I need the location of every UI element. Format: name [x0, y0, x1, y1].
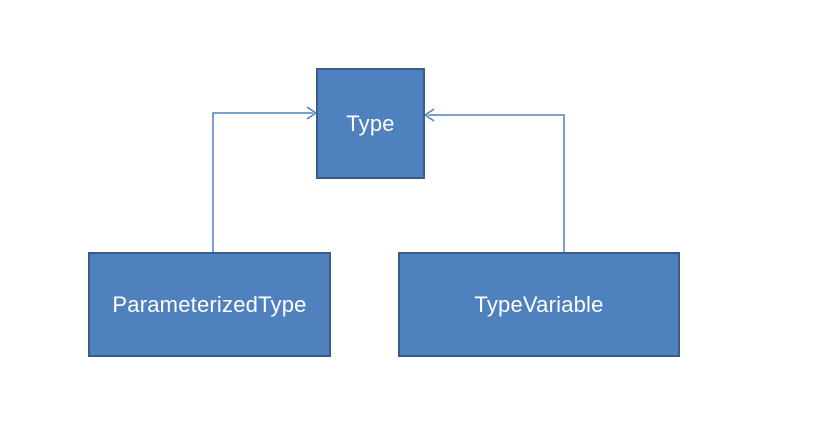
connector-typevariable-to-type [423, 108, 565, 252]
connector-parameterizedtype-to-type [212, 106, 318, 253]
connector-line-typevariable-to-type [428, 114, 565, 252]
node-typevariable[interactable]: TypeVariable [398, 252, 680, 357]
connector-line-parameterizedtype-to-type [212, 112, 313, 253]
node-type-label: Type [346, 110, 395, 136]
arrowhead-open-v-right-icon [306, 106, 318, 120]
node-typevariable-label: TypeVariable [474, 291, 604, 317]
node-type[interactable]: Type [316, 68, 425, 179]
arrowhead-open-v-left-icon [423, 108, 435, 122]
node-parameterizedtype-label: ParameterizedType [112, 291, 307, 317]
node-parameterizedtype[interactable]: ParameterizedType [88, 252, 331, 357]
